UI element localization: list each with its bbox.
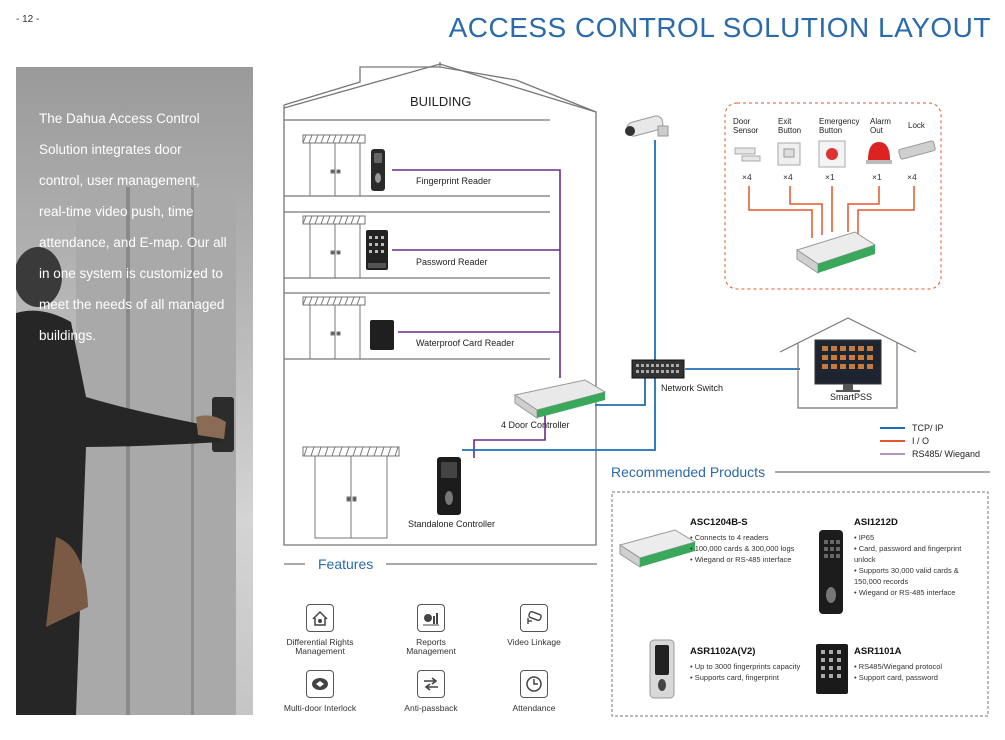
- camera-icon: [520, 604, 548, 632]
- reports-chart-icon: [417, 604, 445, 632]
- password-reader-device: [366, 230, 388, 270]
- peripheral-controller-device: [795, 231, 877, 274]
- product-spec: Support card, password: [854, 672, 942, 683]
- floor-lines: [284, 119, 550, 360]
- features-title: Features: [318, 556, 374, 572]
- building-label: BUILDING: [410, 94, 472, 109]
- product-spec: Supports 30,000 valid cards & 150,000 re…: [854, 565, 979, 587]
- door-floor-2: [302, 215, 366, 279]
- product-spec: Supports card, fingerprint: [690, 672, 800, 683]
- door-floor-1: [302, 134, 366, 197]
- interlock-icon: [306, 670, 334, 698]
- building-outline: [283, 62, 597, 546]
- four-door-controller-device: [513, 379, 607, 419]
- standalone-controller-device: [437, 457, 461, 515]
- peripheral-emergency-button-icon: [818, 140, 846, 168]
- product-name: ASI1212D: [854, 517, 898, 528]
- door-ground: [302, 446, 400, 539]
- count-exit-button: ×4: [783, 172, 793, 182]
- page-number: - 12 -: [16, 14, 40, 25]
- peripherals-box: [724, 102, 942, 290]
- standalone-label: Standalone Controller: [408, 519, 496, 529]
- house-rights-icon: [306, 604, 334, 632]
- product-spec: Card, password and fingerprint unlock: [854, 543, 979, 565]
- fingerprint-reader-label: Fingerprint Reader: [416, 176, 492, 186]
- products-box: [611, 491, 989, 717]
- tcpip-lines: [462, 140, 800, 451]
- count-door-sensor: ×4: [742, 172, 752, 182]
- legend-io: I / O: [912, 436, 930, 446]
- clock-icon: [520, 670, 548, 698]
- product-spec: IP65: [854, 532, 979, 543]
- network-switch-device: [631, 359, 685, 379]
- count-lock: ×4: [907, 172, 917, 182]
- product-spec: Connects to 4 readers: [690, 532, 794, 543]
- product-name: ASC1204B-S: [690, 517, 748, 528]
- io-lines: [748, 186, 915, 238]
- feature-video-linkage: Video Linkage: [479, 604, 589, 647]
- fingerprint-reader-device: [371, 149, 385, 191]
- camera-device: [625, 115, 669, 137]
- feature-anti-passback: Anti-passback: [376, 670, 486, 713]
- peripheral-alarm-icon: [866, 142, 892, 164]
- legend-tcp: TCP/ IP: [912, 423, 944, 433]
- product-asc1204b: ASC1204B-S Connects to 4 readers 100,000…: [690, 517, 794, 565]
- product-asr1101a: ASR1101A RS485/Wiegand protocol Support …: [854, 646, 942, 683]
- person-photo: [16, 187, 236, 715]
- product-spec: Up to 3000 fingerprints capacity: [690, 661, 800, 672]
- product-asr1101a-image: [816, 644, 848, 694]
- product-asi1212d: ASI1212D IP65 Card, password and fingerp…: [854, 517, 979, 598]
- recommended-title: Recommended Products: [611, 464, 766, 480]
- lock-label: Lock: [908, 121, 925, 130]
- waterproof-reader-label: Waterproof Card Reader: [416, 338, 515, 348]
- product-name: ASR1101A: [854, 646, 902, 657]
- product-spec: RS485/Wiegand protocol: [854, 661, 942, 672]
- controller-label: 4 Door Controller: [501, 420, 570, 430]
- peripheral-lock-icon: [898, 140, 936, 160]
- legend-rs485: RS485/ Wiegand: [912, 449, 981, 459]
- product-asr1102a: ASR1102A(V2) Up to 3000 fingerprints cap…: [690, 646, 800, 683]
- product-spec: Wiegand or RS-485 interface: [690, 554, 794, 565]
- peripheral-door-sensor-icon: [734, 147, 761, 162]
- rs485-lines: [392, 169, 561, 458]
- smartpss-label: SmartPSS: [830, 392, 873, 402]
- count-emergency-button: ×1: [825, 172, 835, 182]
- smartpss-monitor: [814, 339, 882, 392]
- product-spec: 100,000 cards & 300,000 logs: [690, 543, 795, 554]
- password-reader-label: Password Reader: [416, 257, 488, 267]
- arrows-icon: [417, 670, 445, 698]
- peripheral-exit-button-icon: [777, 142, 801, 166]
- product-spec: Wiegand or RS-485 interface: [854, 587, 979, 598]
- smartpss-house: [779, 317, 917, 409]
- page-title: ACCESS CONTROL SOLUTION LAYOUT: [448, 12, 991, 43]
- count-alarm-out: ×1: [872, 172, 882, 182]
- product-name: ASR1102A(V2): [690, 646, 756, 657]
- product-asc1204b-image: [618, 529, 697, 568]
- feature-attendance: Attendance: [479, 670, 589, 713]
- waterproof-reader-device: [370, 320, 394, 350]
- switch-label: Network Switch: [661, 383, 724, 393]
- product-asr1102a-image: [649, 639, 675, 699]
- feature-multi-door-interlock: Multi-door Interlock: [265, 670, 375, 713]
- door-floor-3: [302, 296, 366, 360]
- product-asi1212d-image: [819, 530, 843, 614]
- intro-panel: The Dahua Access Control Solution integr…: [16, 67, 253, 715]
- intro-text: The Dahua Access Control Solution integr…: [39, 111, 227, 343]
